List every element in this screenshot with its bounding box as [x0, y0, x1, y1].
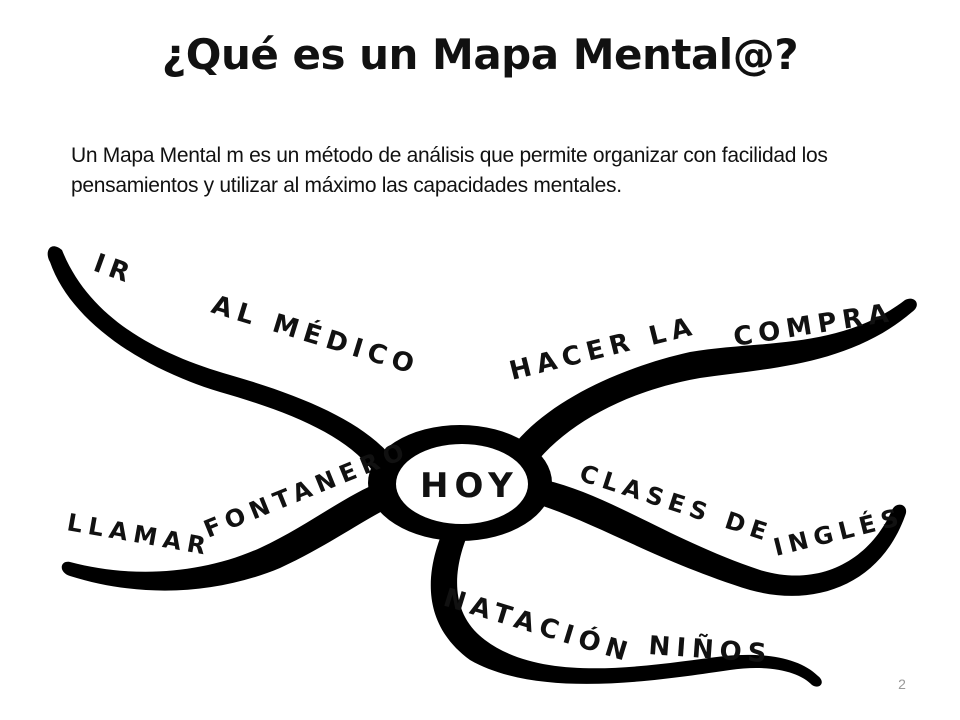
center-node — [396, 444, 528, 524]
branch-top-left — [47, 246, 390, 470]
branch-bottom — [430, 520, 822, 687]
label-al-medico: AL MÉDICO — [208, 288, 424, 382]
branch-right — [540, 480, 907, 596]
label-center: HOY — [420, 466, 519, 506]
label-ingles: INGLÉS — [770, 501, 907, 561]
slide-number: 2 — [898, 676, 906, 692]
label-llamar: LLAMAR — [65, 508, 214, 561]
label-ir: IR — [90, 248, 139, 290]
branch-top-right — [500, 298, 917, 478]
intro-text: Un Mapa Mental m es un método de análisi… — [71, 144, 828, 197]
slide-title: ¿Qué es un Mapa Mental@? — [161, 30, 799, 79]
